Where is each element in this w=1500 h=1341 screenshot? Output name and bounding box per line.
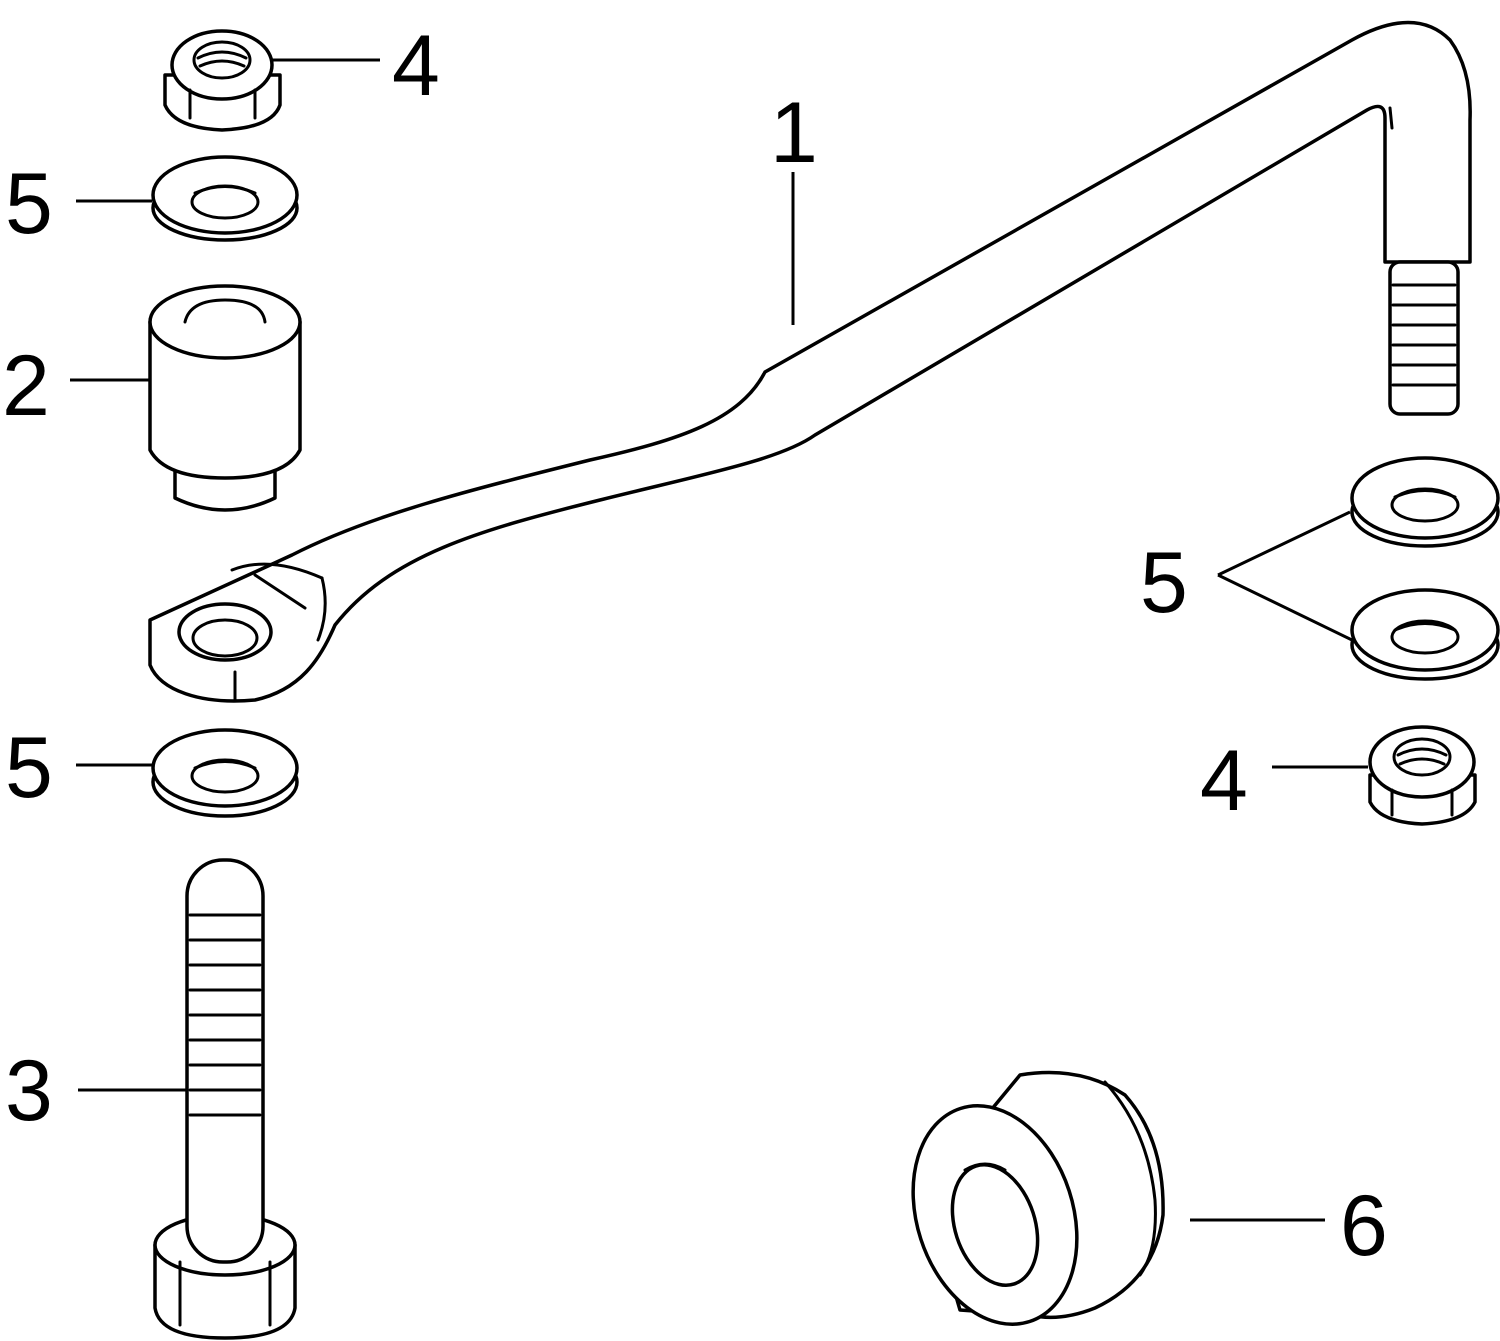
callout-labels: 1 4 5 2 5 3 5 4 6	[2, 18, 1388, 1274]
bushing-part	[148, 284, 302, 512]
callout-2: 2	[2, 338, 50, 434]
callout-3: 3	[5, 1043, 53, 1139]
callout-4-top: 4	[392, 18, 440, 114]
rubber-bushing-part	[911, 1070, 1165, 1326]
callout-4-right: 4	[1200, 733, 1248, 829]
nut-right-part	[1368, 725, 1477, 826]
callout-5-top: 5	[5, 156, 53, 252]
washer-top-part	[151, 155, 299, 242]
callout-5-left: 5	[5, 720, 53, 816]
nut-top-part	[163, 29, 282, 132]
leader-5-right-a	[1217, 510, 1351, 577]
bolt-part	[153, 858, 297, 1340]
washer-left-part	[151, 728, 299, 818]
washer-right-upper-part	[1350, 456, 1500, 548]
leader-5-right-b	[1217, 573, 1353, 642]
link-rod-part	[148, 20, 1472, 703]
callout-6: 6	[1340, 1178, 1388, 1274]
callout-1: 1	[770, 85, 818, 181]
leader-lines	[70, 58, 1368, 1222]
callout-5-right: 5	[1140, 535, 1188, 631]
washer-right-lower-part	[1350, 588, 1500, 681]
